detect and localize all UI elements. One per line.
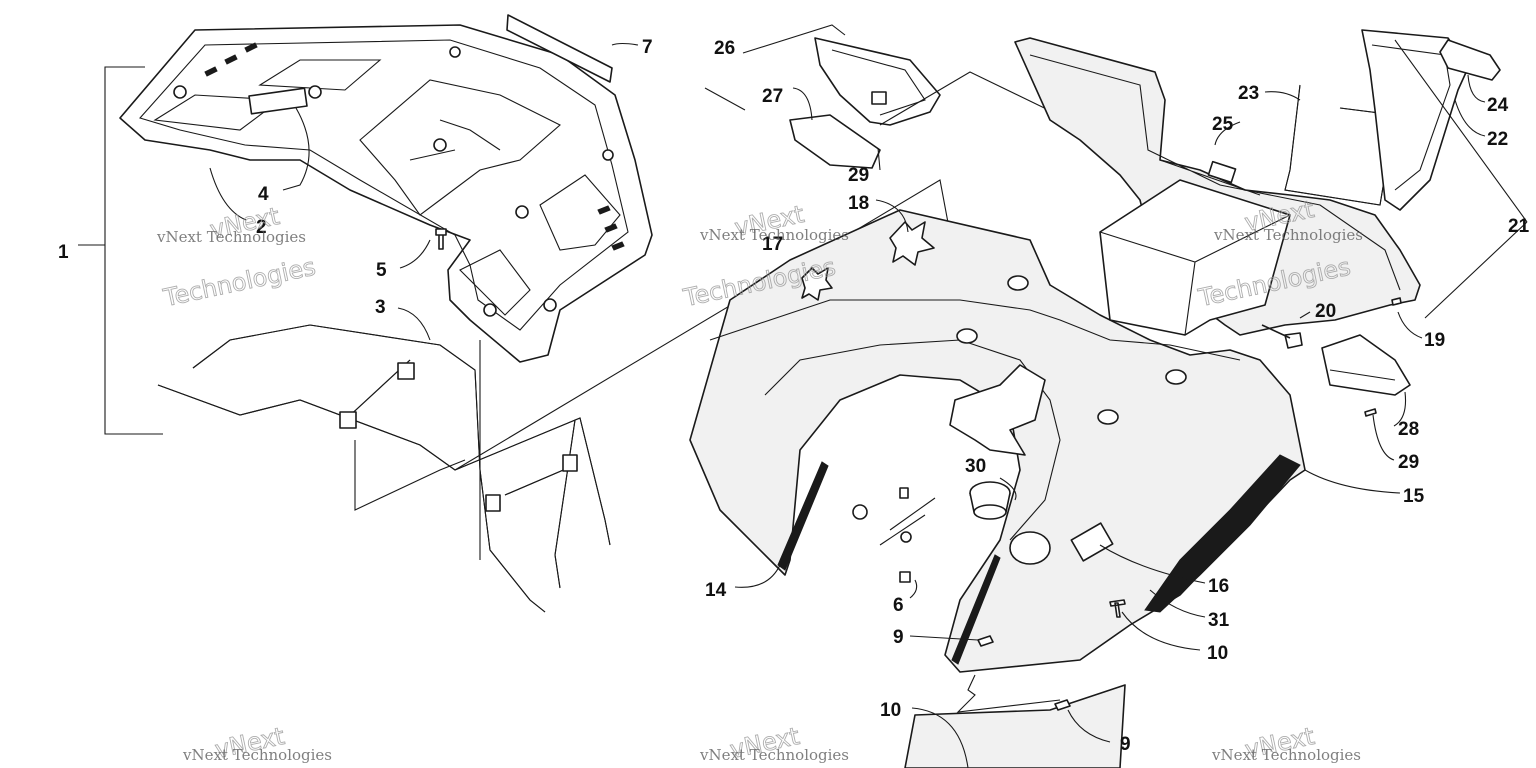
callout-3: 3 [375,297,386,318]
rack-top-inner-rim [139,39,629,331]
emblem-17 [801,267,833,301]
storage-box [1099,179,1291,336]
callout-22: 22 [1487,129,1508,150]
watermark-3: vNext Technologies [1213,226,1363,244]
watermark-5: vNext Technologies [699,746,849,764]
fender-trim-left [777,461,829,571]
callout-15: 15 [1403,486,1425,507]
decal-strip-7 [506,14,613,83]
fender-inner-well [764,339,1061,541]
watermark-1: vNext Technologies [156,228,306,246]
screw-10-upper [1109,599,1126,618]
callout-30: 30 [965,456,986,477]
callout-29-top: 29 [848,165,869,186]
fender-decal-31 [1144,454,1301,613]
fuel-cap-30 [969,481,1011,520]
rear-rack-assembly [78,14,971,613]
tail-light-28-lens [1329,369,1396,381]
screw-29-lower [1364,408,1377,417]
bracket-21 [1394,39,1528,319]
rack-top-panel [119,24,653,363]
fender-top-edge [709,299,1241,361]
callout-4: 4 [258,184,269,205]
callout-2: 2 [256,217,267,238]
tail-light-28 [1321,334,1411,396]
rack-x-brace [359,79,561,216]
screw-5 [435,228,447,250]
callout-9-upper: 9 [893,627,904,648]
leader-lines [209,42,1486,768]
callout-7: 7 [642,37,653,58]
watermark-4: vNext Technologies [182,746,332,764]
storage-box-edge [1099,214,1291,336]
callout-9-lower: 9 [1120,734,1131,755]
emblem-18 [889,221,935,266]
bracket-27 [789,114,881,169]
warning-label-16 [1070,522,1114,562]
fuel-cap-opening [1009,531,1051,565]
rack-ribs [204,42,625,251]
callout-16: 16 [1208,576,1229,597]
callout-18: 18 [848,193,869,214]
callout-31: 31 [1208,610,1230,631]
cover-26-clip [871,91,887,105]
rack-tube-frame-3 [157,324,611,613]
callout-23: 23 [1238,83,1259,104]
watermark-2: vNext Technologies [699,226,849,244]
fastener-group-6 [852,487,936,583]
bracket-26 [704,24,846,111]
lid-22-inner [1371,44,1451,191]
hinge-24 [1439,39,1501,81]
callout-29-right: 29 [1398,452,1419,473]
cover-26 [814,37,941,126]
rear-panel-latch [1207,160,1237,184]
watermark-big-1b: Technologies [160,253,318,313]
callout-25: 25 [1212,114,1234,135]
fender-trim-lower [951,554,1001,665]
callout-27: 27 [762,86,783,107]
callout-10-right: 10 [1207,643,1228,664]
clip-9-lower [1054,699,1071,711]
callout-17: 17 [762,234,783,255]
fender-shell-15 [689,209,1306,673]
clip-9-upper [977,635,994,647]
watermark-6: vNext Technologies [1211,746,1361,764]
callout-6: 6 [893,595,904,616]
cover-26-rib [831,49,926,116]
callout-19: 19 [1424,330,1445,351]
rear-panel-25-inner [1029,54,1401,291]
bolt-20 [1261,324,1303,349]
callout-24: 24 [1487,95,1509,116]
rear-panel-25 [1014,37,1421,336]
callout-20: 20 [1315,301,1336,322]
lower-splash-panel [904,684,1126,768]
callout-5: 5 [376,260,387,281]
rack-mount-holes [173,46,614,317]
lower-panel-attach [956,674,1061,713]
callouts: 1 2 3 4 5 6 7 9 9 10 10 14 15 16 17 18 1… [58,37,1530,755]
callout-26: 26 [714,38,735,59]
callout-1: 1 [58,242,69,263]
rack-decal-4 [248,87,308,115]
fender-cutout [949,364,1046,456]
callout-14: 14 [705,580,727,601]
fender-mount-holes [956,275,1187,425]
fastener-19 [1391,297,1402,306]
assembly-bracket [78,66,163,435]
callout-10-lower: 10 [880,700,901,721]
rear-fender-body [689,209,1306,673]
callout-21: 21 [1508,216,1530,237]
callout-28: 28 [1398,419,1419,440]
